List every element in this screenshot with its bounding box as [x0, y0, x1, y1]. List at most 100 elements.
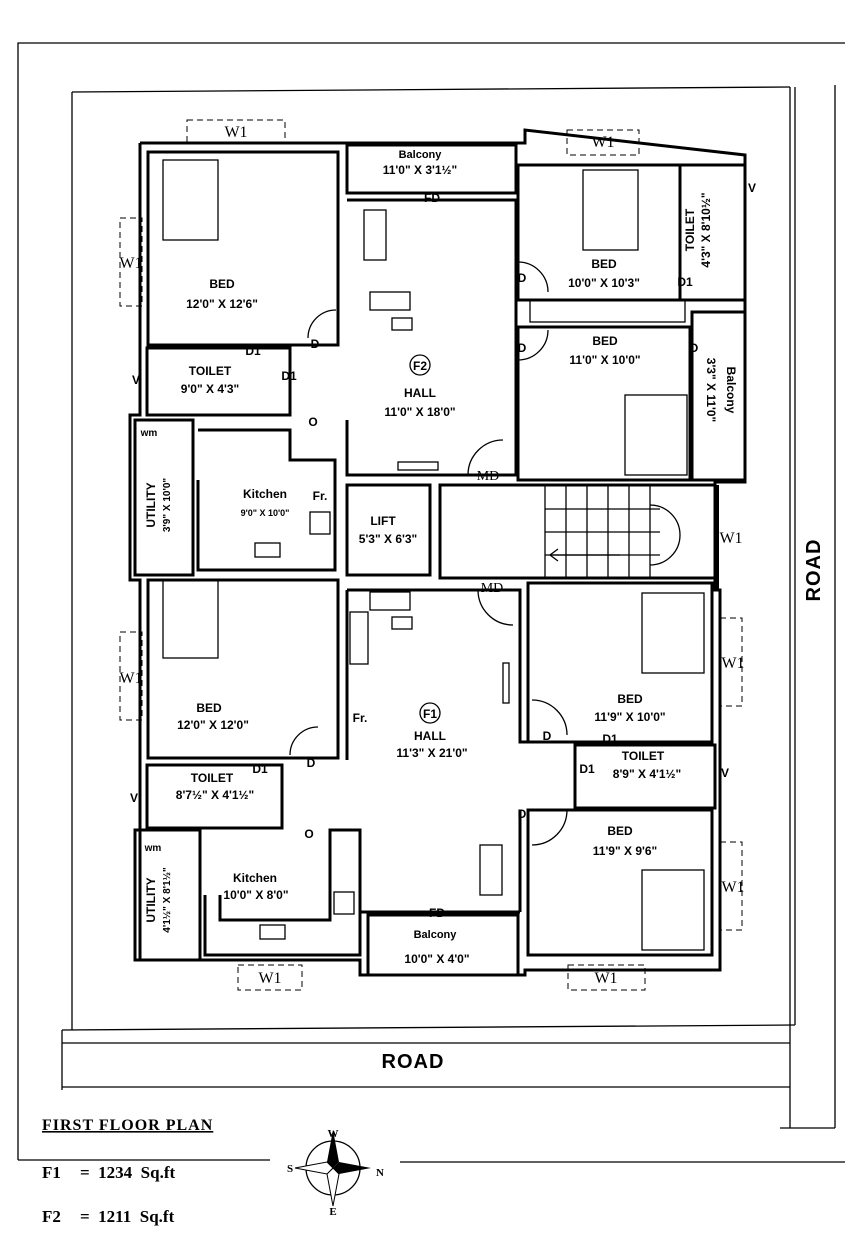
- room-f1-toilet2: [573, 743, 717, 810]
- bed-icon: [641, 592, 705, 674]
- room-name: Balcony: [414, 929, 458, 941]
- room-size: 11'9" X 9'6": [593, 844, 657, 858]
- sofa-icon: [349, 611, 369, 665]
- washing-machine-label: wm: [144, 843, 162, 854]
- window-label: W1: [721, 879, 744, 896]
- room-name: HALL: [404, 386, 436, 400]
- windows: [119, 119, 743, 991]
- stair-treads: [544, 485, 719, 590]
- fridge-label: Fr.: [353, 711, 368, 725]
- room-f2-bed1: [146, 150, 340, 347]
- fridge-label: Fr.: [313, 489, 328, 503]
- room-size: 4'1½" X 8'1½": [162, 867, 173, 933]
- room-size: 11'9" X 10'0": [594, 710, 665, 724]
- room-size: 4'3" X 8'10½": [699, 192, 713, 267]
- flat-marker-f2-circle: [409, 354, 431, 376]
- room-size: 11'0" X 10'0": [569, 353, 640, 367]
- road-label-right: ROAD: [803, 539, 825, 602]
- room-size: 11'0" X 3'1½": [383, 163, 457, 177]
- ventilator-label: V: [721, 766, 729, 780]
- room-size: 3'3" X 11'0": [704, 358, 718, 422]
- door-d1-label: D1: [245, 344, 261, 358]
- room-name: BED: [591, 257, 617, 271]
- room-size: 8'7½" X 4'1½": [176, 788, 254, 802]
- ventilator-label: V: [132, 373, 140, 387]
- window-label: W1: [591, 134, 614, 151]
- window-label: W1: [721, 655, 744, 672]
- room-size: 9'0" X 4'3": [181, 382, 239, 396]
- door-swing-icon: [517, 329, 549, 361]
- main-door-label: MD: [481, 581, 504, 596]
- room-f1-toilet1: [145, 763, 284, 830]
- room-f1-balcony: [366, 913, 520, 977]
- room-size: 8'9" X 4'1½": [613, 767, 681, 781]
- window-label: W1: [224, 124, 247, 141]
- room-name: HALL: [414, 729, 446, 743]
- room-size: 5'3" X 6'3": [359, 532, 417, 546]
- door-label: D: [690, 341, 699, 355]
- door-d1-label: D1: [252, 762, 268, 776]
- sofa-icon: [369, 291, 411, 311]
- room-name: BED: [607, 824, 633, 838]
- compass-rose-icon: [294, 1130, 371, 1207]
- flat-marker-f1: F1: [423, 707, 437, 721]
- area-value: = 1211 Sq.ft: [80, 1207, 175, 1226]
- table-icon: [391, 616, 413, 630]
- room-f1-bed3: [526, 808, 714, 957]
- room-f2-bed3: [516, 325, 692, 482]
- bed-icon: [162, 579, 219, 659]
- ventilator-label: V: [748, 181, 756, 195]
- room-name: LIFT: [370, 514, 396, 528]
- bed-icon: [582, 169, 639, 251]
- opening-label: O: [304, 827, 313, 841]
- window-label: W1: [258, 970, 281, 987]
- compass-south: S: [287, 1163, 293, 1175]
- room-name: Balcony: [724, 367, 738, 414]
- room-name: BED: [592, 334, 618, 348]
- room-f2-balcony: [345, 143, 518, 195]
- main-door-label: MD: [477, 469, 500, 484]
- window-label: W1: [719, 530, 742, 547]
- room-f1-bed2: [526, 581, 714, 744]
- room-f2-toilet1: [145, 346, 292, 417]
- door-d1-label: D1: [677, 275, 693, 289]
- area-flat-label: F2: [42, 1207, 61, 1226]
- area-flat-label: F1: [42, 1163, 61, 1182]
- area-value: = 1234 Sq.ft: [80, 1163, 176, 1182]
- french-door-label: FD: [424, 191, 440, 205]
- window-label: W1: [594, 970, 617, 987]
- door-label: D: [543, 729, 552, 743]
- opening-label: O: [308, 415, 317, 429]
- door-swing-icon: [477, 589, 514, 626]
- window-label: W1: [119, 670, 142, 687]
- ventilator-label: V: [130, 791, 138, 805]
- room-name: BED: [617, 692, 643, 706]
- room-name: BED: [209, 277, 235, 291]
- dining-table-icon: [479, 844, 503, 896]
- door-swing-icon: [531, 699, 568, 736]
- compass-east: E: [329, 1206, 336, 1218]
- bed-icon: [641, 869, 705, 951]
- room-name: TOILET: [683, 208, 697, 251]
- door-label: D: [518, 271, 527, 285]
- sofa-icon: [369, 591, 411, 611]
- room-name: TOILET: [189, 364, 232, 378]
- room-name: Kitchen: [233, 871, 277, 885]
- room-size: 12'0" X 12'6": [186, 297, 258, 311]
- room-f2-balcony2: [690, 310, 747, 482]
- door-swing-icon: [307, 309, 337, 339]
- dining-table-icon: [363, 209, 387, 261]
- door-swing-icon: [467, 439, 504, 476]
- flat-marker-f1-circle: [419, 702, 441, 724]
- room-f1-utility: [133, 828, 202, 962]
- door-label: D: [518, 341, 527, 355]
- room-name: Kitchen: [243, 487, 287, 501]
- room-name: TOILET: [191, 771, 234, 785]
- room-name: TOILET: [622, 749, 665, 763]
- bed-icon: [624, 394, 688, 476]
- door-label: D: [307, 756, 316, 770]
- room-size: 9'0" X 10'0": [241, 508, 290, 518]
- stove-icon: [259, 924, 286, 940]
- room-size: 10'0" X 4'0": [404, 952, 469, 966]
